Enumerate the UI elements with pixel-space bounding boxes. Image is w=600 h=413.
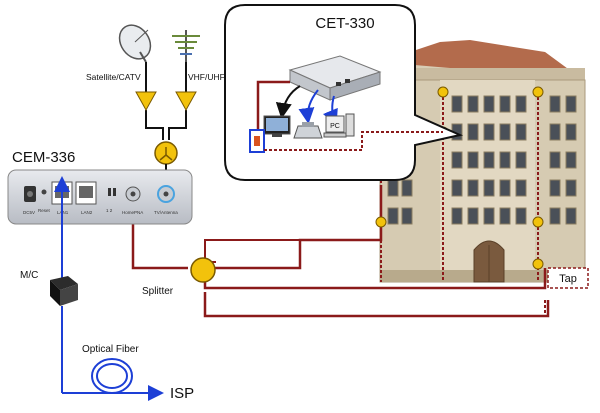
tap-label-box [547, 267, 589, 289]
building-window [451, 179, 463, 197]
building-window [565, 179, 577, 197]
cem-336-device [7, 169, 193, 225]
port-dc-label: DC5V [23, 210, 35, 215]
satellite-dish-icon [118, 24, 152, 63]
building-window [549, 207, 561, 225]
cet-model-label: CET-330 [315, 15, 374, 32]
mc-label: M/C [20, 270, 38, 281]
building-window [565, 207, 577, 225]
port-lan2-label: LAN2 [81, 210, 93, 215]
wall-outlet-icon [249, 129, 265, 153]
building-window [451, 151, 463, 169]
building-window [483, 151, 495, 169]
coax-riser-lines [380, 92, 546, 317]
port-hp-label: HomePNA [122, 210, 143, 215]
building-window [483, 123, 495, 141]
building-window [515, 151, 527, 169]
vhf-antenna-icon [172, 30, 200, 62]
optical-label: Optical Fiber [82, 344, 139, 355]
building-window [515, 95, 527, 113]
building-window [483, 207, 495, 225]
splitter-label: Splitter [142, 286, 174, 297]
pc-label: PC [330, 123, 340, 130]
combiner-icon [154, 141, 178, 165]
cem-model-label: CEM-336 [12, 149, 75, 166]
building-window [483, 179, 495, 197]
building-window [451, 207, 463, 225]
phone-icon [293, 122, 323, 139]
building-window [549, 151, 561, 169]
building-window [387, 207, 399, 225]
pc-icon: PC [323, 113, 355, 138]
tap-label: Tap [559, 273, 577, 285]
satellite-label: Satellite/CATV [86, 72, 141, 82]
building-window [401, 207, 413, 225]
building-window [467, 179, 479, 197]
amplifier-icons [135, 91, 197, 112]
splitter-icon [190, 257, 216, 283]
fiber-coil-icon [91, 358, 133, 394]
building-window [515, 123, 527, 141]
bubble-cables [256, 80, 338, 130]
building-window [565, 95, 577, 113]
building-window [515, 207, 527, 225]
building-window [499, 179, 511, 197]
vhf-label: VHF/UHF [188, 72, 225, 82]
building-window [565, 151, 577, 169]
building-window [387, 179, 399, 197]
building-window [467, 151, 479, 169]
port-reset-label: Reset [38, 208, 51, 213]
building-window [499, 95, 511, 113]
building-window [515, 179, 527, 197]
port-12-label: 1 2 [106, 208, 113, 213]
building-window [499, 151, 511, 169]
port-tv-label: TV/Antenna [154, 210, 178, 215]
tv-icon [263, 115, 291, 137]
building-window [565, 123, 577, 141]
media-converter-icon [50, 276, 78, 306]
building-window [467, 123, 479, 141]
apartment-building [379, 40, 586, 283]
building-window [549, 95, 561, 113]
building-window [451, 95, 463, 113]
tap-points [375, 86, 544, 270]
building-window [549, 123, 561, 141]
cet-330-device [288, 55, 382, 101]
building-window [401, 179, 413, 197]
building-window [499, 207, 511, 225]
building-window [467, 95, 479, 113]
building-window [483, 95, 495, 113]
building-window [499, 123, 511, 141]
building-window [467, 207, 479, 225]
isp-label: ISP [170, 385, 194, 402]
bubble-to-building-link [264, 131, 443, 151]
building-window [549, 179, 561, 197]
antenna-feed-lines [145, 62, 187, 140]
